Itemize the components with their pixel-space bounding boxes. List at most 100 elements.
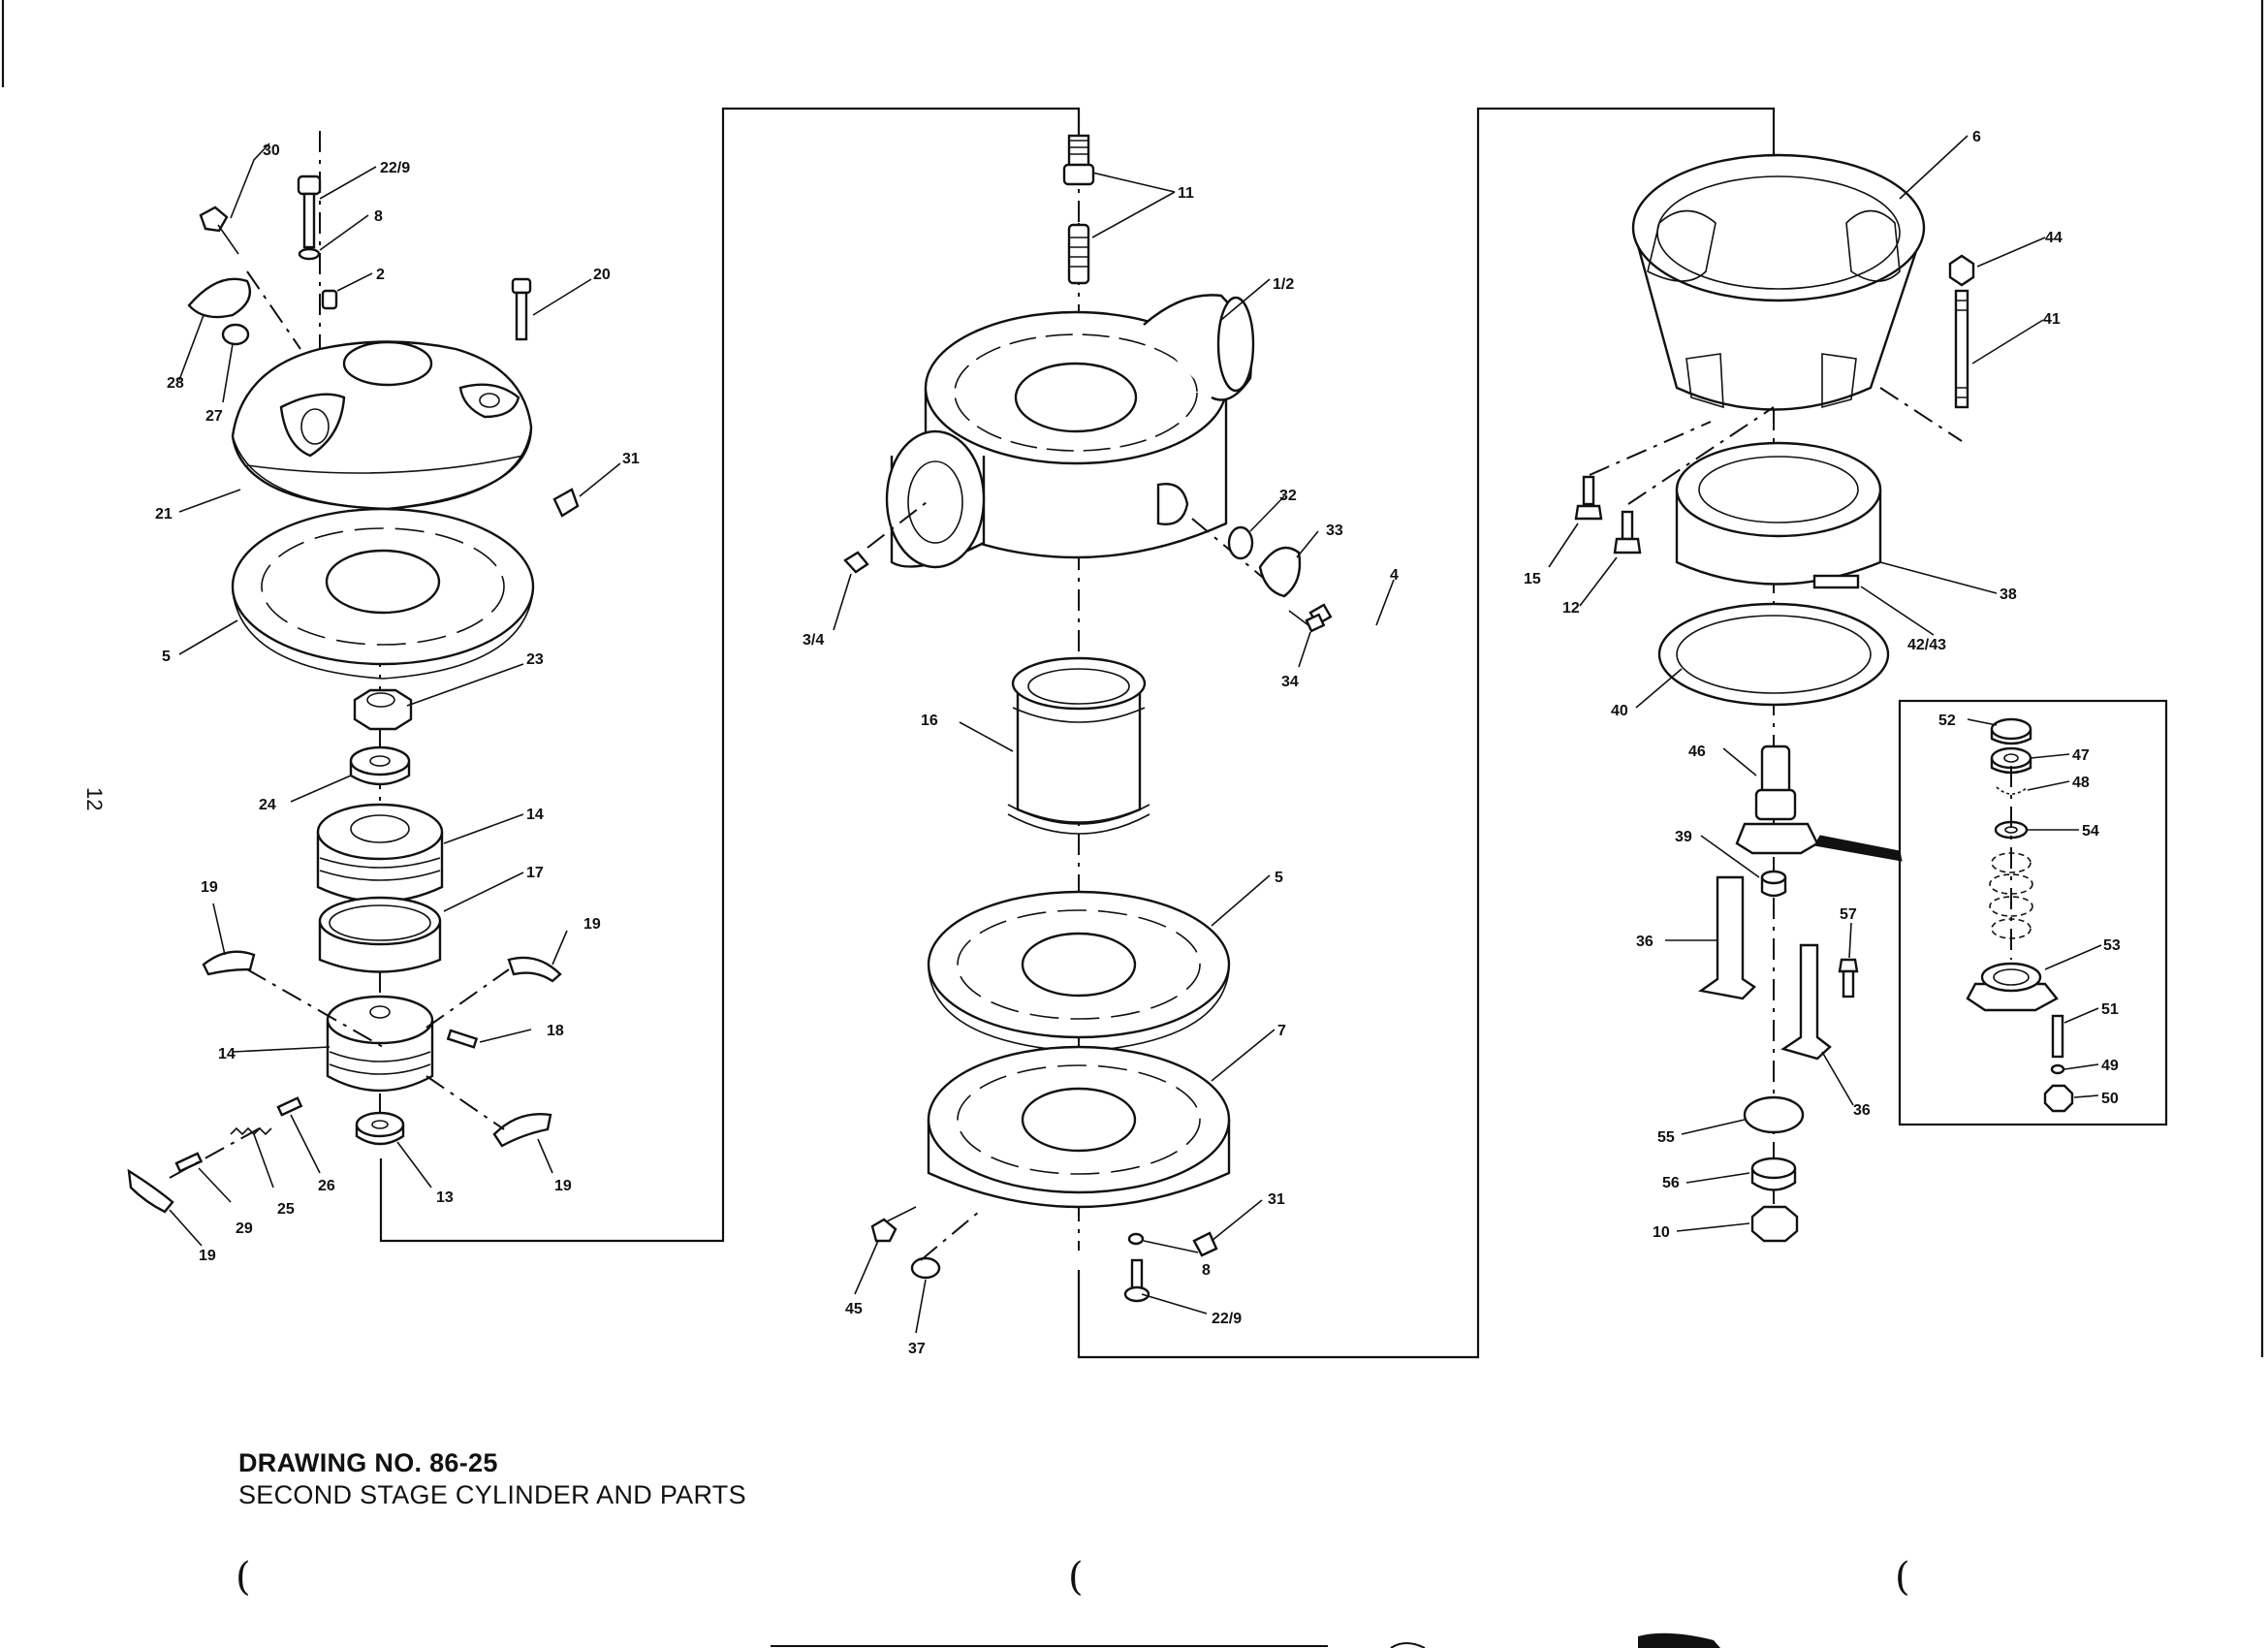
callout-label: 40 bbox=[1611, 703, 1628, 719]
callout-label: 53 bbox=[2103, 937, 2121, 954]
callout-label: 23 bbox=[526, 651, 544, 668]
bushing-39 bbox=[1760, 870, 1787, 898]
bolt-20 bbox=[511, 277, 532, 341]
drawing-caption: DRAWING NO. 86-25 SECOND STAGE CYLINDER … bbox=[238, 1448, 746, 1510]
callout-label: 34 bbox=[1281, 674, 1299, 690]
callout-label: 51 bbox=[2101, 1001, 2119, 1018]
washer-8-center bbox=[1127, 1232, 1145, 1246]
piston-14-upper bbox=[316, 803, 444, 903]
callout-label: 44 bbox=[2045, 230, 2063, 246]
callout-label: 7 bbox=[1277, 1023, 1286, 1039]
callout-label: 27 bbox=[205, 408, 223, 425]
plug-2 bbox=[321, 289, 338, 310]
callout-label: 14 bbox=[218, 1046, 236, 1062]
callout-label: 4 bbox=[1390, 567, 1399, 584]
callout-label: 26 bbox=[318, 1178, 335, 1194]
callout-label: 54 bbox=[2082, 823, 2099, 840]
callout-label: 32 bbox=[1279, 488, 1297, 504]
left-assembly bbox=[127, 131, 621, 1247]
bolt-22-9 bbox=[297, 174, 322, 249]
lower-cylinder-7 bbox=[927, 1045, 1231, 1209]
callout-label: 38 bbox=[2000, 586, 2017, 603]
center-assembly bbox=[833, 134, 1395, 1334]
callouts-center: 11 1/2 32 33 4 34 3/4 16 5 7 31 8 22/9 4… bbox=[803, 185, 1399, 1357]
callout-label: 36 bbox=[1636, 934, 1654, 950]
ring-48 bbox=[1996, 786, 2029, 795]
cylinder-body-1-2 bbox=[885, 294, 1255, 569]
piston-14-lower bbox=[326, 995, 434, 1093]
callout-label: 5 bbox=[162, 649, 171, 665]
callout-label: 17 bbox=[526, 865, 544, 881]
lock-segment-19 bbox=[492, 1113, 552, 1148]
callout-label: 30 bbox=[263, 143, 280, 159]
callouts-right: 6 44 41 15 12 38 42/43 40 46 39 36 57 36… bbox=[1524, 129, 2063, 1241]
callout-label: 19 bbox=[201, 879, 218, 896]
callout-label: 12 bbox=[1562, 600, 1580, 617]
callout-label: 36 bbox=[1853, 1102, 1871, 1119]
drawing-number: DRAWING NO. 86-25 bbox=[238, 1448, 498, 1477]
bolt-30 bbox=[199, 206, 239, 255]
binding-marks: ( ( ( bbox=[236, 1555, 1910, 1600]
o-ring-37 bbox=[910, 1256, 941, 1280]
nut-44 bbox=[1948, 254, 1975, 287]
callout-label: 8 bbox=[1202, 1262, 1211, 1279]
callout-label: 55 bbox=[1657, 1129, 1675, 1146]
screw-34 bbox=[1288, 610, 1326, 633]
callout-label: 8 bbox=[374, 208, 383, 225]
cylinder-liner-16 bbox=[1007, 656, 1150, 835]
binding-mark: ( bbox=[236, 1555, 251, 1600]
callout-label: 37 bbox=[908, 1341, 926, 1357]
washer-24 bbox=[349, 745, 411, 786]
gasket-40 bbox=[1657, 602, 1890, 707]
stud-11-lower bbox=[1067, 223, 1090, 285]
callout-label: 29 bbox=[236, 1220, 253, 1237]
spring-25 bbox=[230, 1126, 272, 1136]
bolt-57 bbox=[1838, 958, 1859, 998]
nut-10 bbox=[1750, 1205, 1799, 1243]
callout-label: 24 bbox=[259, 797, 276, 813]
valve-plate-5-center bbox=[927, 890, 1231, 1053]
callout-label: 21 bbox=[155, 506, 173, 523]
drawing-title: SECOND STAGE CYLINDER AND PARTS bbox=[238, 1480, 746, 1509]
lock-segment-19 bbox=[127, 1168, 174, 1214]
washer-8 bbox=[298, 247, 321, 261]
callout-label: 10 bbox=[1653, 1224, 1670, 1241]
valve-plate-5-left bbox=[231, 507, 535, 680]
detail-inset bbox=[1898, 699, 2168, 1126]
o-ring-27 bbox=[221, 323, 250, 346]
o-ring-32 bbox=[1227, 525, 1254, 560]
callout-label: 57 bbox=[1840, 906, 1857, 923]
callout-label: 15 bbox=[1524, 571, 1541, 587]
callout-label: 41 bbox=[2043, 311, 2061, 328]
callout-label: 13 bbox=[436, 1189, 454, 1206]
callouts-left: 30 22/9 8 2 20 28 27 21 31 5 23 24 14 17… bbox=[155, 143, 640, 1264]
callout-label: 20 bbox=[593, 267, 611, 283]
callout-label: 19 bbox=[554, 1178, 572, 1194]
callout-label: 6 bbox=[1972, 129, 1981, 145]
shaft-assembly-46 bbox=[1735, 745, 1819, 855]
stud-11-upper bbox=[1062, 134, 1095, 186]
washer-56 bbox=[1750, 1157, 1797, 1191]
plug-3-4 bbox=[843, 551, 869, 574]
callout-label: 22/9 bbox=[380, 160, 410, 176]
callout-label: 31 bbox=[1268, 1191, 1285, 1208]
crankcase-38 bbox=[1675, 441, 1882, 589]
nut-23 bbox=[353, 688, 413, 731]
inset-pointer bbox=[1813, 835, 1903, 862]
callout-label: 52 bbox=[1938, 713, 1956, 729]
callout-label: 50 bbox=[2101, 1091, 2119, 1107]
callout-label: 45 bbox=[845, 1301, 863, 1317]
binding-mark: ( bbox=[1895, 1555, 1910, 1600]
callout-label: 46 bbox=[1688, 744, 1706, 760]
callout-label: 18 bbox=[547, 1023, 564, 1039]
washer-49 bbox=[2050, 1063, 2065, 1075]
lock-segment-19 bbox=[507, 956, 562, 983]
pin-51 bbox=[2051, 1014, 2064, 1059]
bracket-36-left bbox=[1697, 875, 1756, 1000]
callout-label: 2 bbox=[376, 267, 385, 283]
callout-label: 22/9 bbox=[1212, 1311, 1242, 1327]
seat-53 bbox=[1966, 962, 2059, 1012]
bolt-22-9-center bbox=[1123, 1258, 1150, 1303]
callout-label: 25 bbox=[277, 1201, 295, 1218]
